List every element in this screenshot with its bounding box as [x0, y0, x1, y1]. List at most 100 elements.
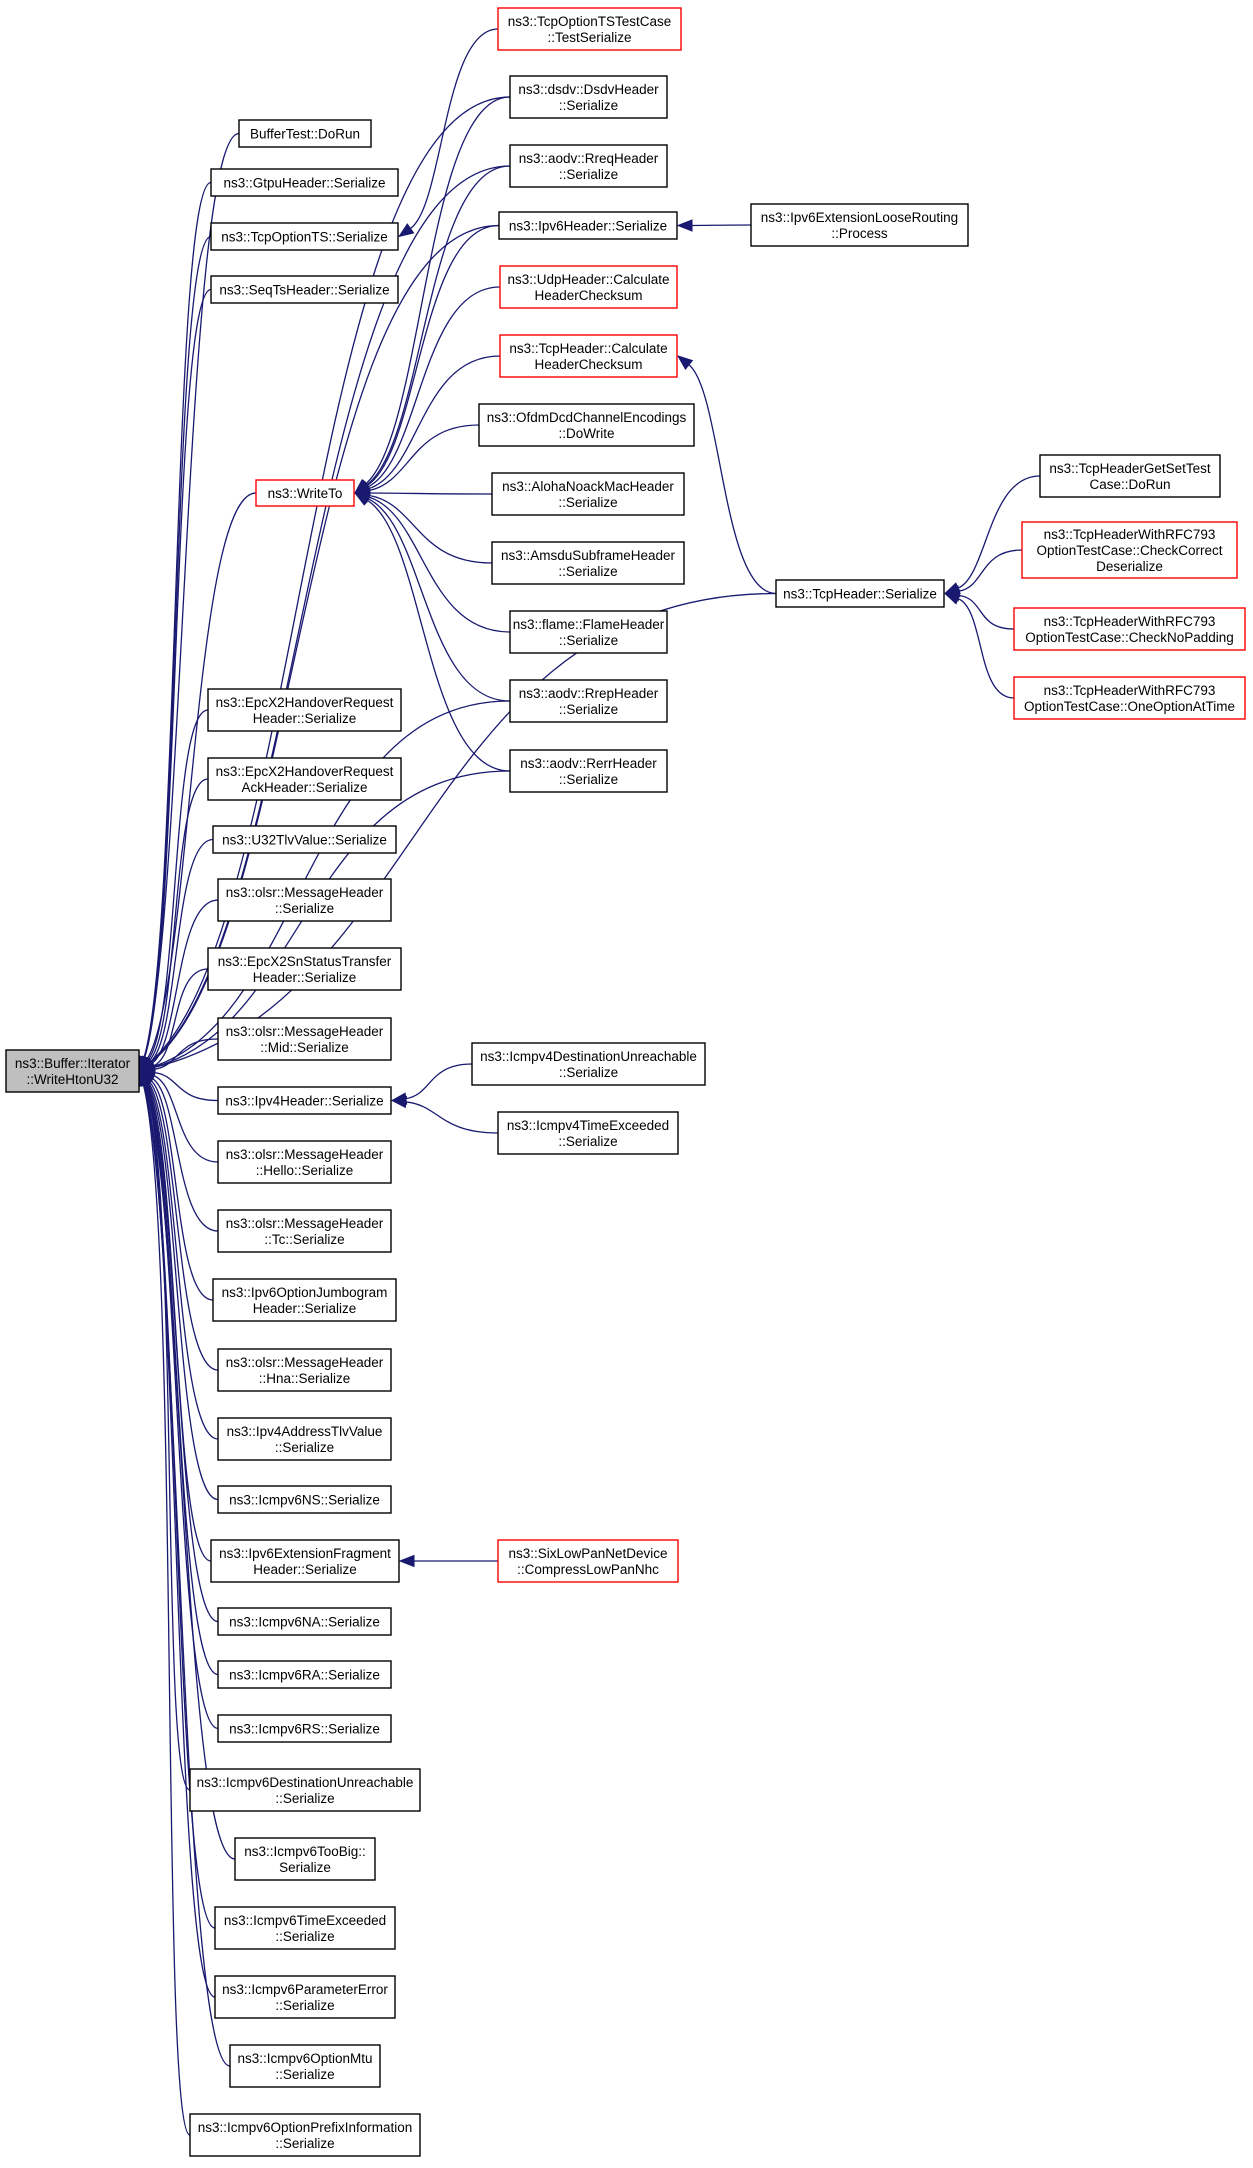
node-box-icmpv6na[interactable]: [217, 1607, 392, 1636]
node-box-epchandoverack[interactable]: [207, 757, 402, 801]
node-box-aodvrerr[interactable]: [509, 749, 668, 793]
node-box-tcpoptts[interactable]: [210, 222, 399, 251]
node-seqts[interactable]: ns3::SeqTsHeader::Serialize: [210, 275, 399, 304]
node-box-olsrhna[interactable]: [217, 1348, 392, 1392]
node-aodvrreq[interactable]: ns3::aodv::RreqHeader::Serialize: [509, 144, 668, 188]
node-box-olsrtc[interactable]: [217, 1209, 392, 1253]
node-box-seqts[interactable]: [210, 275, 399, 304]
node-box-dsdv[interactable]: [509, 75, 668, 119]
node-ipv6frag[interactable]: ns3::Ipv6ExtensionFragmentHeader::Serial…: [210, 1539, 400, 1583]
node-box-icmpv6timeex[interactable]: [214, 1906, 396, 1950]
node-epchandoverack[interactable]: ns3::EpcX2HandoverRequestAckHeader::Seri…: [207, 757, 402, 801]
node-tcprfccheck[interactable]: ns3::TcpHeaderWithRFC793OptionTestCase::…: [1021, 521, 1238, 579]
node-box-sixlowpan[interactable]: [497, 1539, 679, 1583]
node-box-icmpv6toobig[interactable]: [234, 1837, 376, 1881]
node-box-tcphdr[interactable]: [775, 579, 945, 608]
node-dsdv[interactable]: ns3::dsdv::DsdvHeader::Serialize: [509, 75, 668, 119]
node-box-gtpu[interactable]: [210, 168, 399, 197]
node-box-tcpgetset[interactable]: [1039, 454, 1221, 498]
node-box-tcpcs[interactable]: [499, 334, 678, 378]
node-icmpv6toobig[interactable]: ns3::Icmpv6TooBig::Serialize: [234, 1837, 376, 1881]
node-box-ipv6jumbo[interactable]: [212, 1278, 397, 1322]
node-tcpoptstest[interactable]: ns3::TcpOptionTSTestCase::TestSerialize: [497, 7, 682, 51]
node-box-amsdu[interactable]: [491, 541, 685, 585]
node-box-icmpv6ns[interactable]: [217, 1485, 392, 1514]
node-box-epchandover[interactable]: [207, 688, 402, 732]
node-box-icmpv6optmtu[interactable]: [229, 2044, 381, 2088]
node-icmpv6timeex[interactable]: ns3::Icmpv6TimeExceeded::Serialize: [214, 1906, 396, 1950]
node-box-aodvrrep[interactable]: [509, 679, 668, 723]
node-olsrhna[interactable]: ns3::olsr::MessageHeader::Hna::Serialize: [217, 1348, 392, 1392]
node-tcphdr[interactable]: ns3::TcpHeader::Serialize: [775, 579, 945, 608]
node-box-epcsn[interactable]: [207, 947, 402, 991]
node-box-ipv4addrtlv[interactable]: [217, 1417, 392, 1461]
node-box-writeto[interactable]: [255, 479, 355, 507]
node-box-olsrmid[interactable]: [217, 1017, 392, 1061]
node-icmpv4timeex[interactable]: ns3::Icmpv4TimeExceeded::Serialize: [497, 1111, 679, 1155]
node-olsrmsg[interactable]: ns3::olsr::MessageHeader::Serialize: [217, 878, 392, 922]
node-box-ofdm[interactable]: [478, 403, 695, 447]
node-olsrmid[interactable]: ns3::olsr::MessageHeader::Mid::Serialize: [217, 1017, 392, 1061]
node-icmpv6rs[interactable]: ns3::Icmpv6RS::Serialize: [217, 1714, 392, 1743]
node-box-aloha[interactable]: [491, 472, 685, 516]
node-sixlowpan[interactable]: ns3::SixLowPanNetDevice::CompressLowPanN…: [497, 1539, 679, 1583]
node-box-icmpv6destun[interactable]: [189, 1768, 421, 1812]
node-buffertest[interactable]: BufferTest::DoRun: [238, 119, 372, 148]
node-writeto[interactable]: ns3::WriteTo: [255, 479, 355, 507]
node-box-u32tlv[interactable]: [212, 825, 397, 854]
node-box-icmpv6rs[interactable]: [217, 1714, 392, 1743]
node-box-tcprfcone[interactable]: [1013, 676, 1246, 720]
node-u32tlv[interactable]: ns3::U32TlvValue::Serialize: [212, 825, 397, 854]
node-box-olsrmsg[interactable]: [217, 878, 392, 922]
node-box-ipv6frag[interactable]: [210, 1539, 400, 1583]
node-icmpv6destun[interactable]: ns3::Icmpv6DestinationUnreachable::Seria…: [189, 1768, 421, 1812]
node-icmpv6ra[interactable]: ns3::Icmpv6RA::Serialize: [217, 1660, 392, 1689]
node-ipv4hdr[interactable]: ns3::Ipv4Header::Serialize: [217, 1086, 392, 1115]
node-tcprfcnopad[interactable]: ns3::TcpHeaderWithRFC793OptionTestCase::…: [1013, 607, 1246, 651]
node-tcpoptts[interactable]: ns3::TcpOptionTS::Serialize: [210, 222, 399, 251]
node-box-icmpv6paramerr[interactable]: [214, 1975, 396, 2019]
node-epchandover[interactable]: ns3::EpcX2HandoverRequestHeader::Seriali…: [207, 688, 402, 732]
node-box-flame[interactable]: [509, 610, 668, 654]
node-box-ipv4hdr[interactable]: [217, 1086, 392, 1115]
node-icmpv6paramerr[interactable]: ns3::Icmpv6ParameterError::Serialize: [214, 1975, 396, 2019]
node-icmpv6optmtu[interactable]: ns3::Icmpv6OptionMtu::Serialize: [229, 2044, 381, 2088]
node-icmpv4destun[interactable]: ns3::Icmpv4DestinationUnreachable::Seria…: [471, 1042, 706, 1086]
node-box-tcprfccheck[interactable]: [1021, 521, 1238, 579]
node-olsrhello[interactable]: ns3::olsr::MessageHeader::Hello::Seriali…: [217, 1140, 392, 1184]
node-box-icmpv4timeex[interactable]: [497, 1111, 679, 1155]
node-icmpv6na[interactable]: ns3::Icmpv6NA::Serialize: [217, 1607, 392, 1636]
node-root[interactable]: ns3::Buffer::Iterator::WriteHtonU32: [5, 1049, 140, 1093]
node-box-root[interactable]: [5, 1049, 140, 1093]
node-gtpu[interactable]: ns3::GtpuHeader::Serialize: [210, 168, 399, 197]
node-box-icmpv6ra[interactable]: [217, 1660, 392, 1689]
node-amsdu[interactable]: ns3::AmsduSubframeHeader::Serialize: [491, 541, 685, 585]
node-box-icmpv4destun[interactable]: [471, 1042, 706, 1086]
node-box-ipv6looserouting[interactable]: [750, 203, 969, 247]
node-box-icmpv6optprefix[interactable]: [189, 2113, 421, 2157]
node-box-tcprfcnopad[interactable]: [1013, 607, 1246, 651]
node-ipv6looserouting[interactable]: ns3::Ipv6ExtensionLooseRouting::Process: [750, 203, 969, 247]
node-flame[interactable]: ns3::flame::FlameHeader::Serialize: [509, 610, 668, 654]
node-box-ipv6hdr[interactable]: [498, 211, 678, 240]
node-aodvrerr[interactable]: ns3::aodv::RerrHeader::Serialize: [509, 749, 668, 793]
node-box-aodvrreq[interactable]: [509, 144, 668, 188]
node-icmpv6ns[interactable]: ns3::Icmpv6NS::Serialize: [217, 1485, 392, 1514]
node-box-udpcs[interactable]: [499, 265, 678, 309]
node-box-tcpoptstest[interactable]: [497, 7, 682, 51]
node-aloha[interactable]: ns3::AlohaNoackMacHeader::Serialize: [491, 472, 685, 516]
node-aodvrrep[interactable]: ns3::aodv::RrepHeader::Serialize: [509, 679, 668, 723]
node-epcsn[interactable]: ns3::EpcX2SnStatusTransferHeader::Serial…: [207, 947, 402, 991]
node-ofdm[interactable]: ns3::OfdmDcdChannelEncodings::DoWrite: [478, 403, 695, 447]
node-ipv4addrtlv[interactable]: ns3::Ipv4AddressTlvValue::Serialize: [217, 1417, 392, 1461]
node-ipv6hdr[interactable]: ns3::Ipv6Header::Serialize: [498, 211, 678, 240]
node-icmpv6optprefix[interactable]: ns3::Icmpv6OptionPrefixInformation::Seri…: [189, 2113, 421, 2157]
node-tcprfcone[interactable]: ns3::TcpHeaderWithRFC793OptionTestCase::…: [1013, 676, 1246, 720]
node-box-olsrhello[interactable]: [217, 1140, 392, 1184]
node-olsrtc[interactable]: ns3::olsr::MessageHeader::Tc::Serialize: [217, 1209, 392, 1253]
node-ipv6jumbo[interactable]: ns3::Ipv6OptionJumbogramHeader::Serializ…: [212, 1278, 397, 1322]
node-box-buffertest[interactable]: [238, 119, 372, 148]
